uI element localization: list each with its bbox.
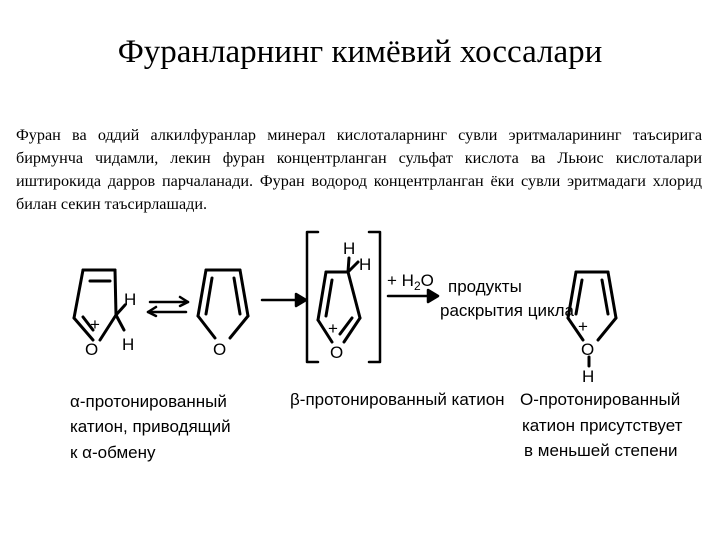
caption-o: O-протонированный катион присутствует в …: [520, 390, 683, 460]
charge-plus-1: +: [90, 315, 100, 334]
reaction-arrow-2: [386, 288, 440, 304]
atom-oxygen-3: O: [330, 343, 343, 362]
atom-hydrogen-1a: H: [124, 290, 136, 309]
beta-protonated-cation: O + H H: [316, 239, 371, 362]
equilibrium-arrow: [146, 295, 190, 318]
caption-alpha-line1: α-протонированный: [70, 392, 227, 411]
atom-oxygen-2: O: [213, 340, 226, 359]
caption-o-line2: катион присутствует: [522, 416, 683, 435]
caption-alpha-line2: катион, приводящий: [70, 417, 231, 436]
bracket-left: [305, 230, 320, 364]
reaction-arrow-1: [260, 292, 308, 308]
caption-beta: β-протонированный катион: [290, 390, 505, 409]
slide-title: Фуранларнинг кимёвий хоссалари: [117, 34, 603, 70]
caption-o-line1: O-протонированный: [520, 390, 680, 409]
furan-molecule: O: [196, 268, 250, 359]
atom-hydrogen-3a: H: [343, 239, 355, 258]
alpha-protonated-cation: O + H H: [72, 268, 136, 359]
o-protonated-cation: O + H: [566, 270, 618, 386]
caption-alpha-line3: к α-обмену: [70, 443, 156, 462]
atom-hydrogen-1b: H: [122, 335, 134, 354]
caption-alpha: α-протонированный катион, приводящий к α…: [70, 392, 231, 462]
products-label-line2: раскрытия цикла: [440, 301, 575, 320]
atom-oxygen-1: O: [85, 340, 98, 359]
bracket-right: [367, 230, 382, 364]
atom-oxygen-4: O: [581, 340, 594, 359]
caption-o-line3: в меньшей степени: [524, 441, 678, 460]
atom-hydrogen-4: H: [582, 367, 594, 386]
slide-paragraph: Фуран ва оддий алкилфуранлар минерал кис…: [16, 126, 702, 213]
products-label-line1: продукты: [448, 277, 522, 296]
atom-hydrogen-3b: H: [359, 255, 371, 274]
reagent-water: + H2O: [387, 271, 434, 293]
charge-plus-4: +: [578, 317, 588, 336]
charge-plus-3: +: [328, 319, 338, 338]
